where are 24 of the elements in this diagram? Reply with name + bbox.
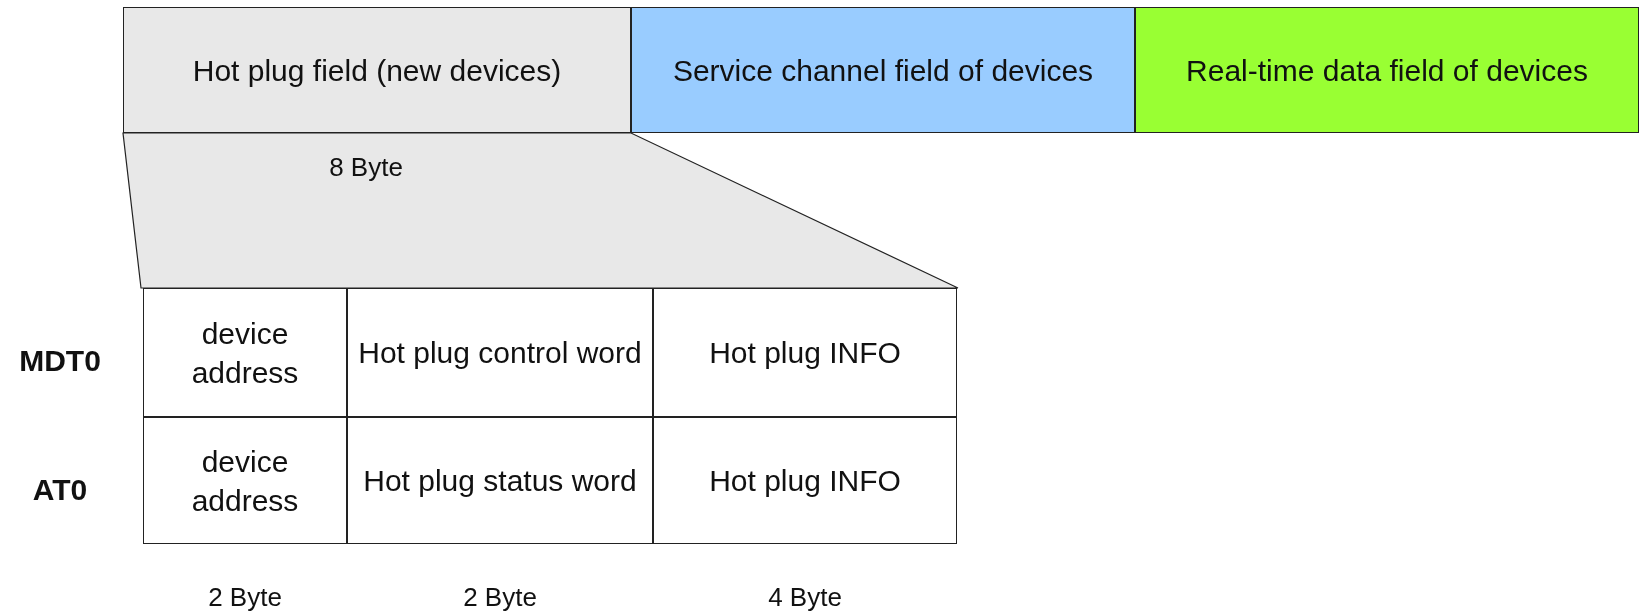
field-name: Hot plug status word: [363, 463, 637, 499]
field-box: [1135, 7, 1639, 133]
field-name: device address: [190, 315, 300, 391]
field-name: Hot plug INFO: [709, 335, 901, 371]
row-label: MDT0: [19, 344, 101, 378]
field-box: [123, 7, 631, 133]
field-name: Hot plug INFO: [709, 463, 901, 499]
field-box: [631, 7, 1135, 133]
frame-cell: [653, 288, 957, 417]
field-name: Hot plug control word: [358, 335, 642, 371]
frame-cell: [143, 288, 347, 417]
frame-cell: [653, 417, 957, 544]
frame-cell: [347, 417, 653, 544]
size-label: 8 Byte: [329, 151, 403, 183]
field-name: Service channel field of devices: [672, 52, 1094, 89]
field-name: device address: [190, 443, 300, 519]
size-label: 2 Byte: [208, 581, 282, 613]
size-label: 2 Byte: [463, 581, 537, 613]
size-label: 4 Byte: [768, 581, 842, 613]
frame-cell: [347, 288, 653, 417]
row-label: AT0: [32, 473, 88, 507]
field-name: Real-time data field of devices: [1186, 52, 1588, 89]
frame-cell: [143, 417, 347, 544]
field-name: Hot plug field (new devices): [192, 52, 562, 89]
